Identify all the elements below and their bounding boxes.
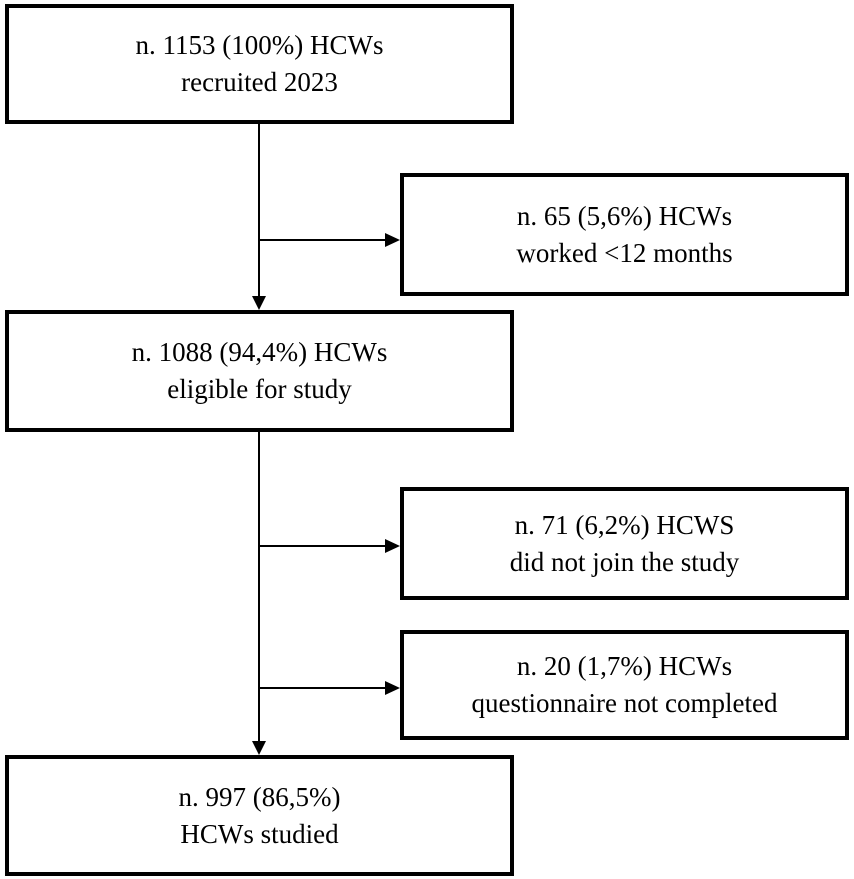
arrowhead-to-worked <box>385 233 400 247</box>
questionnaire-not-completed-box: n. 20 (1,7%) HCWs questionnaire not comp… <box>400 630 849 740</box>
studied-label: HCWs studied <box>180 818 339 849</box>
eligible-box: n. 1088 (94,4%) HCWs eligible for study <box>5 310 514 432</box>
studied-box: n. 997 (86,5%) HCWs studied <box>5 755 514 876</box>
did-not-join-box: n. 71 (6,2%) HCWS did not join the study <box>400 487 849 600</box>
worked-lt-12-label: worked <12 months <box>516 237 733 268</box>
did-not-join-label: did not join the study <box>509 546 740 577</box>
worked-lt-12-count: n. 65 (5,6%) HCWs <box>516 200 733 231</box>
studied-count: n. 997 (86,5%) <box>178 781 341 812</box>
did-not-join-count: n. 71 (6,2%) HCWS <box>514 509 735 540</box>
arrowhead-to-notjoin <box>385 539 400 553</box>
worked-lt-12-months-box: n. 65 (5,6%) HCWs worked <12 months <box>400 173 849 296</box>
eligible-label: eligible for study <box>167 374 352 404</box>
eligible-count: n. 1088 (94,4%) HCWs <box>131 337 388 367</box>
not-completed-count: n. 20 (1,7%) HCWs <box>516 651 733 681</box>
recruited-box: n. 1153 (100%) HCWs recruited 2023 <box>5 4 514 124</box>
arrowhead-to-eligible <box>252 296 266 310</box>
not-completed-label: questionnaire not completed <box>471 688 778 718</box>
recruited-count: n. 1153 (100%) HCWs <box>135 30 384 60</box>
recruited-label: recruited 2023 <box>181 67 338 97</box>
arrowhead-to-notcomplete <box>385 681 400 695</box>
arrowhead-to-studied <box>252 741 266 755</box>
